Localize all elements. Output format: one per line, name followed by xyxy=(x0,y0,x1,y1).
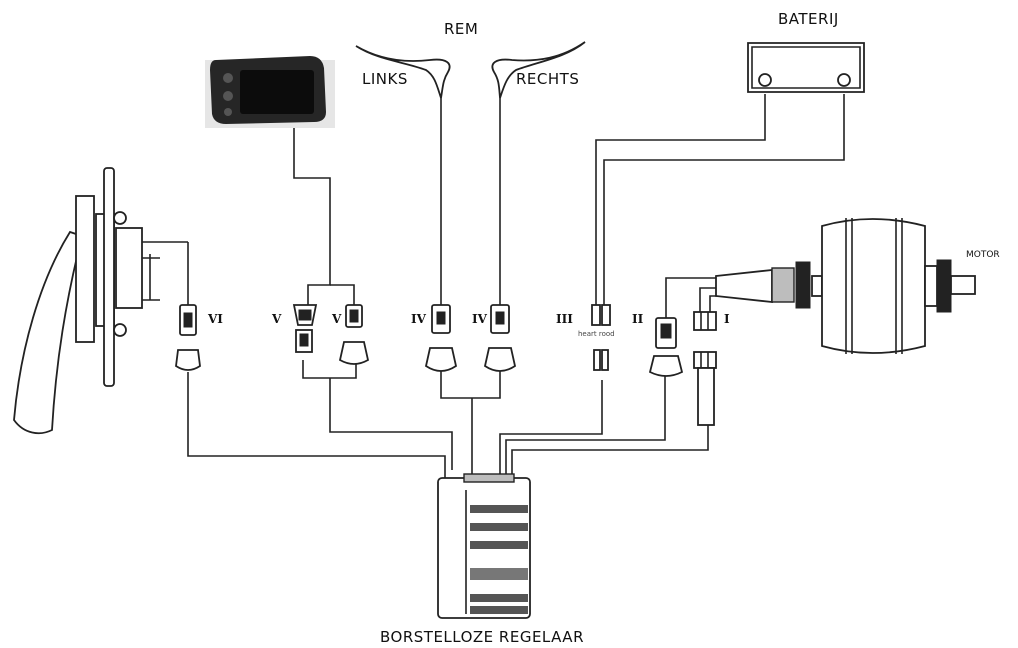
wires xyxy=(187,94,845,478)
wire-brake-loop xyxy=(440,370,501,399)
brake-right-label: RECHTS xyxy=(516,70,580,88)
connector-v-b-label: V xyxy=(332,312,342,326)
connector-ii xyxy=(648,317,684,377)
wire-i-motor xyxy=(699,287,718,312)
wire-display xyxy=(293,128,331,305)
connector-vi-label: VI xyxy=(208,312,223,326)
connector-v-b xyxy=(338,304,370,365)
connector-iv-a xyxy=(424,304,458,372)
motor-label: MOTOR xyxy=(966,250,1000,260)
wire-i-controller xyxy=(511,425,709,478)
connector-iv-b-label: IV xyxy=(472,312,487,326)
wire-display-branch xyxy=(330,284,355,305)
connector-iv-b xyxy=(483,304,517,372)
wire-iii-controller xyxy=(499,380,603,478)
brake-left-label: LINKS xyxy=(362,70,408,88)
connector-v-a xyxy=(292,304,318,353)
battery-label: BATERIJ xyxy=(778,10,839,28)
controller-unit xyxy=(437,473,531,619)
connector-ii-label: II xyxy=(632,312,644,326)
connector-iii-label: III xyxy=(556,312,573,326)
heart-rood-label: heart rood xyxy=(578,330,615,338)
battery-terminal-neg xyxy=(758,73,772,87)
connector-i-label: I xyxy=(724,312,730,326)
brake-lever-left xyxy=(355,45,451,99)
connector-iv-a-label: IV xyxy=(411,312,426,326)
battery xyxy=(747,42,865,93)
throttle-grip xyxy=(13,167,188,435)
connector-i xyxy=(693,311,717,426)
wire-battery-neg xyxy=(595,94,766,305)
connector-iii xyxy=(591,304,611,371)
wire-ii-motor xyxy=(665,277,718,318)
brake-label: REM xyxy=(444,20,479,38)
wire-i-motor-2 xyxy=(709,295,718,312)
wire-battery-pos xyxy=(603,94,845,305)
battery-terminal-pos xyxy=(837,73,851,87)
wire-v-controller xyxy=(329,378,453,470)
controller-label: BORSTELLOZE REGELAAR xyxy=(380,628,584,646)
connector-v-a-label: V xyxy=(272,312,282,326)
lcd-display xyxy=(205,56,335,128)
wire-ii-controller xyxy=(505,372,666,478)
hub-motor xyxy=(715,218,976,354)
connector-vi xyxy=(175,304,201,371)
brake-lever-right xyxy=(491,41,586,99)
wire-vi-controller xyxy=(187,372,446,478)
